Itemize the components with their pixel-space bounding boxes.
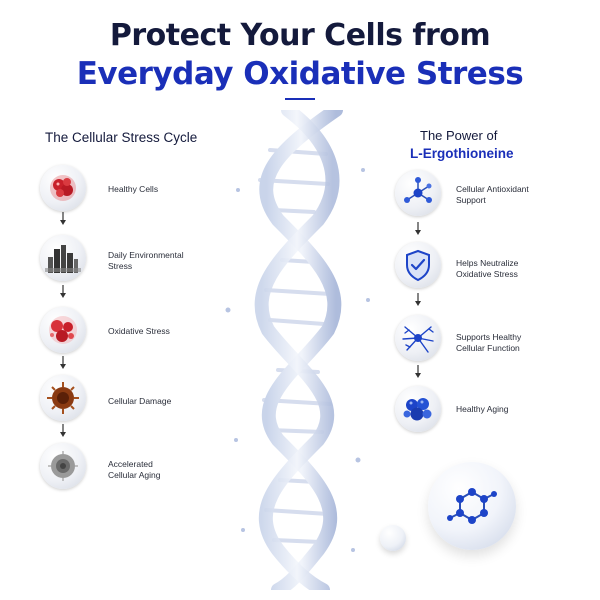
page-title-line2: Everyday Oxidative Stress bbox=[76, 56, 524, 92]
right-item-label-2: Helps Neutralize Oxidative Stress bbox=[456, 258, 519, 279]
arrow-down-icon bbox=[415, 365, 421, 378]
left-column-heading: The Cellular Stress Cycle bbox=[45, 130, 198, 145]
molecule-icon bbox=[395, 170, 441, 216]
aging-cell-icon bbox=[40, 443, 86, 489]
left-item-label-1: Healthy Cells bbox=[108, 184, 159, 194]
damaged-cell-icon bbox=[40, 375, 86, 421]
small-glass-bubble bbox=[380, 525, 406, 551]
right-column-subheading: L-Ergothioneine bbox=[410, 146, 514, 161]
right-item-label-1: Cellular Antioxidant Support bbox=[456, 184, 529, 205]
left-item-label-3: Oxidative Stress bbox=[108, 326, 170, 336]
arrow-down-icon bbox=[60, 285, 66, 298]
right-item-label-4: Healthy Aging bbox=[456, 404, 509, 414]
city-icon bbox=[40, 235, 86, 281]
arrow-down-icon bbox=[60, 424, 66, 437]
dna-helix-icon bbox=[225, 110, 370, 590]
molecule-icon bbox=[447, 488, 497, 524]
oxidative-cells-icon bbox=[40, 307, 86, 353]
title-underline bbox=[285, 98, 315, 100]
neuron-icon bbox=[395, 315, 441, 361]
arrow-down-icon bbox=[415, 293, 421, 306]
right-column-heading: The Power of bbox=[420, 128, 498, 143]
arrow-down-icon bbox=[415, 222, 421, 235]
right-item-label-3: Supports Healthy Cellular Function bbox=[456, 332, 522, 353]
left-item-label-5: Accelerated Cellular Aging bbox=[108, 459, 161, 480]
page-title-line1: Protect Your Cells from bbox=[109, 18, 491, 53]
healthy-cells-icon bbox=[40, 165, 86, 211]
shield-check-icon bbox=[395, 242, 441, 288]
arrow-down-icon bbox=[60, 212, 66, 225]
left-item-label-2: Daily Environmental Stress bbox=[108, 250, 184, 271]
left-item-label-4: Cellular Damage bbox=[108, 396, 172, 406]
blue-cells-icon bbox=[395, 386, 441, 432]
glass-bubble bbox=[428, 462, 516, 550]
arrow-down-icon bbox=[60, 356, 66, 369]
